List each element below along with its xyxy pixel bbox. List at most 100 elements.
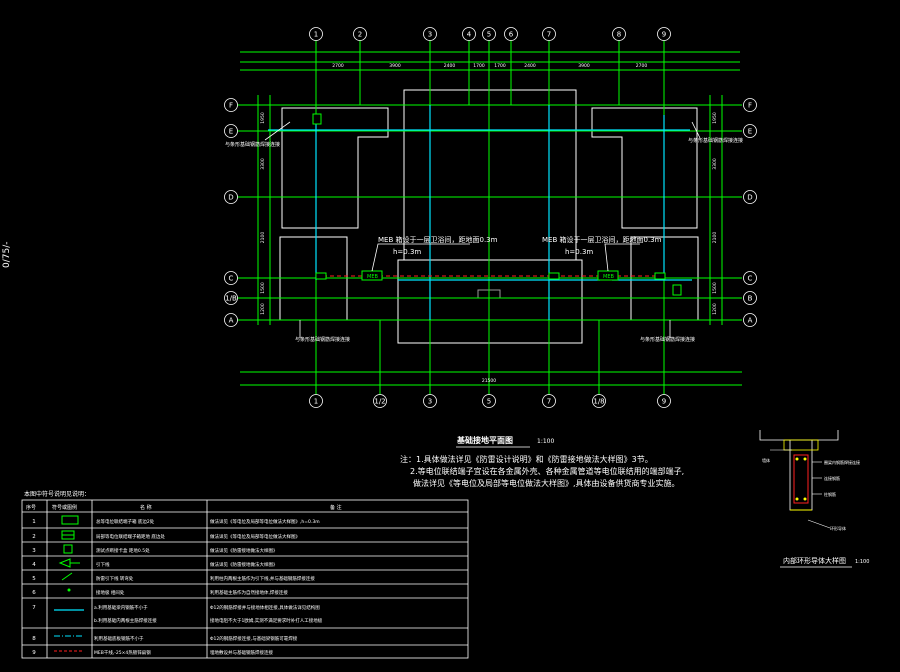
grid-top-8-circle <box>612 27 626 41</box>
grid-right-6-label: A <box>748 317 753 325</box>
legend-row-6-note: 利用基础主筋作为自然接地体,焊接连接 <box>210 589 288 596</box>
grid-left-4-label: C <box>229 275 234 283</box>
legend-row-9-name: 利用基础底板钢筋不小于 <box>94 635 144 642</box>
legend-row-10-note: 埋地敷设并与基础钢筋焊接连接 <box>210 649 273 656</box>
legend-header-note: 备 注 <box>330 504 342 511</box>
grid-right-3-label: D <box>747 194 752 202</box>
grid-left-3-label: D <box>228 194 233 202</box>
legend-header-symbol: 符号或图例 <box>52 504 77 511</box>
grid-bottom-7-circle <box>657 394 671 408</box>
legend-row-3-note: 做法详见《防雷接地做法大样图》 <box>210 547 278 554</box>
grid-top-7-label: 7 <box>547 31 551 39</box>
grid-top-1-circle <box>309 27 323 41</box>
grid-bottom-6-circle <box>592 394 606 408</box>
detail-scale: 1:100 <box>855 559 869 565</box>
legend-row-4-name: 引下线 <box>96 561 110 568</box>
dim-right-1: 1950 <box>712 112 718 124</box>
grid-top-5-circle <box>482 27 496 41</box>
legend-row-2-no: 2 <box>32 534 36 540</box>
note-line-2: 2.等电位联结端子宜设在各金属外壳、各种金属管道等电位联结用的端部端子, <box>410 466 684 476</box>
grid-top-5-label: 5 <box>487 31 491 39</box>
grid-bottom-3-circle <box>423 394 437 408</box>
grid-top-7-circle <box>542 27 556 41</box>
grid-top-4-label: 4 <box>467 31 472 39</box>
dim-top-5: 1700 <box>494 63 506 69</box>
grid-right-5-circle <box>743 291 757 305</box>
legend-header-name: 名 称 <box>140 504 152 511</box>
structure-lines <box>228 40 742 395</box>
meb-note-left: MEB 箱设于一层卫浴间，距地面0.3m <box>378 235 498 244</box>
grid-left-2-label: E <box>229 128 233 136</box>
grid-left-4-circle <box>224 271 238 285</box>
legend-row-2-note: 做法详见《等电位及局部等电位做法大样图》 <box>210 533 300 540</box>
grid-left-6-label: A <box>229 317 234 325</box>
legend-row-1-note: 做法详见《等电位及局部等电位做法大样图》,h=0.3m <box>210 518 320 525</box>
meb-box-right-label: MEB <box>603 274 614 280</box>
grid-right-2-label: E <box>748 128 752 136</box>
grid-right-3-circle <box>743 190 757 204</box>
legend-header-no: 序号 <box>26 504 36 511</box>
grid-top-4-circle <box>462 27 476 41</box>
grid-bottom-7-label: 9 <box>662 398 666 406</box>
grid-top-2-circle <box>353 27 367 41</box>
detail-label-beam: 圈梁内钢筋焊接连接 <box>824 459 860 465</box>
dim-left-3: 2100 <box>260 232 266 244</box>
legend-row-3-no: 3 <box>32 548 36 554</box>
grid-top-6-label: 6 <box>509 31 514 39</box>
grid-left-1-label: F <box>229 102 233 110</box>
grid-bottom-1-circle <box>309 394 323 408</box>
grid-top-9-circle <box>657 27 671 41</box>
grid-top-6-circle <box>504 27 518 41</box>
test-point-label-right-top: 与条形基础钢筋焊接连接 <box>688 137 743 144</box>
grid-right-6-circle <box>743 313 757 327</box>
detail-label-ring: 环形导体 <box>830 525 846 531</box>
meb-height-left: h=0.3m <box>393 248 421 256</box>
plan-title: 基础接地平面图 <box>456 435 513 445</box>
legend-row-5-no: 5 <box>32 576 36 582</box>
dim-total: 21500 <box>482 378 496 384</box>
legend-row-10-name: MEB干线,-25×4热镀锌扁钢 <box>94 649 151 656</box>
detail-label-connect: 连接钢筋 <box>824 475 840 481</box>
grid-top-2-label: 2 <box>358 31 362 39</box>
plan-scale: 1:100 <box>537 438 554 445</box>
grid-top-3-circle <box>423 27 437 41</box>
legend-row-7-no: 7 <box>32 605 36 611</box>
grid-bottom-5-label: 7 <box>547 398 551 406</box>
grid-top-8-label: 8 <box>617 31 621 39</box>
test-point-label-right-bottom: 与条形基础钢筋焊接连接 <box>640 336 695 343</box>
margin-mark: 0/75/- <box>2 242 12 269</box>
grid-top-1-label: 1 <box>314 31 318 39</box>
grid-right-1-circle <box>743 98 757 112</box>
legend-table <box>21 499 469 659</box>
legend-row-5-name: 防雷引下线 转弯处 <box>96 575 134 582</box>
grid-top-3-label: 3 <box>428 31 432 39</box>
dim-top-2: 3900 <box>389 63 401 69</box>
grid-right-4-circle <box>743 271 757 285</box>
dim-right-2: 3300 <box>712 158 718 170</box>
meb-box-left-label: MEB <box>367 274 378 280</box>
grid-right-1-label: F <box>748 102 752 110</box>
grid-bottom-5-circle <box>542 394 556 408</box>
grid-left-5-circle <box>224 291 238 305</box>
legend-row-2-name: 局部等电位联结端子箱距地 底边处 <box>96 533 165 540</box>
grid-top-9-label: 9 <box>662 31 666 39</box>
detail-label-wall: 墙体 <box>762 457 770 463</box>
meb-note-right: MEB 箱设于一层卫浴间，距地面0.3m <box>542 235 662 244</box>
dim-top-3: 2400 <box>444 63 456 69</box>
legend-symbols <box>54 515 84 652</box>
meb-height-right: h=0.3m <box>565 248 593 256</box>
legend-row-10-no: 9 <box>32 650 36 656</box>
dim-top-4: 1700 <box>473 63 485 69</box>
grid-left-6-circle <box>224 313 238 327</box>
dim-top-8: 2700 <box>636 63 648 69</box>
legend-row-7-note: Φ12的钢筋焊接并与接地体相连接,具体做法详见结构图 <box>210 604 320 611</box>
dim-top-7: 3900 <box>578 63 590 69</box>
legend-row-8-note: 接地电阻不大于1欧姆,实测不满足要求时补打人工接地极 <box>210 617 323 624</box>
ring-conductor-detail <box>759 430 839 529</box>
legend-row-7-name: a.利用基础梁内钢筋不小于 <box>94 604 148 611</box>
grid-left-1-circle <box>224 98 238 112</box>
grid-left-3-circle <box>224 190 238 204</box>
